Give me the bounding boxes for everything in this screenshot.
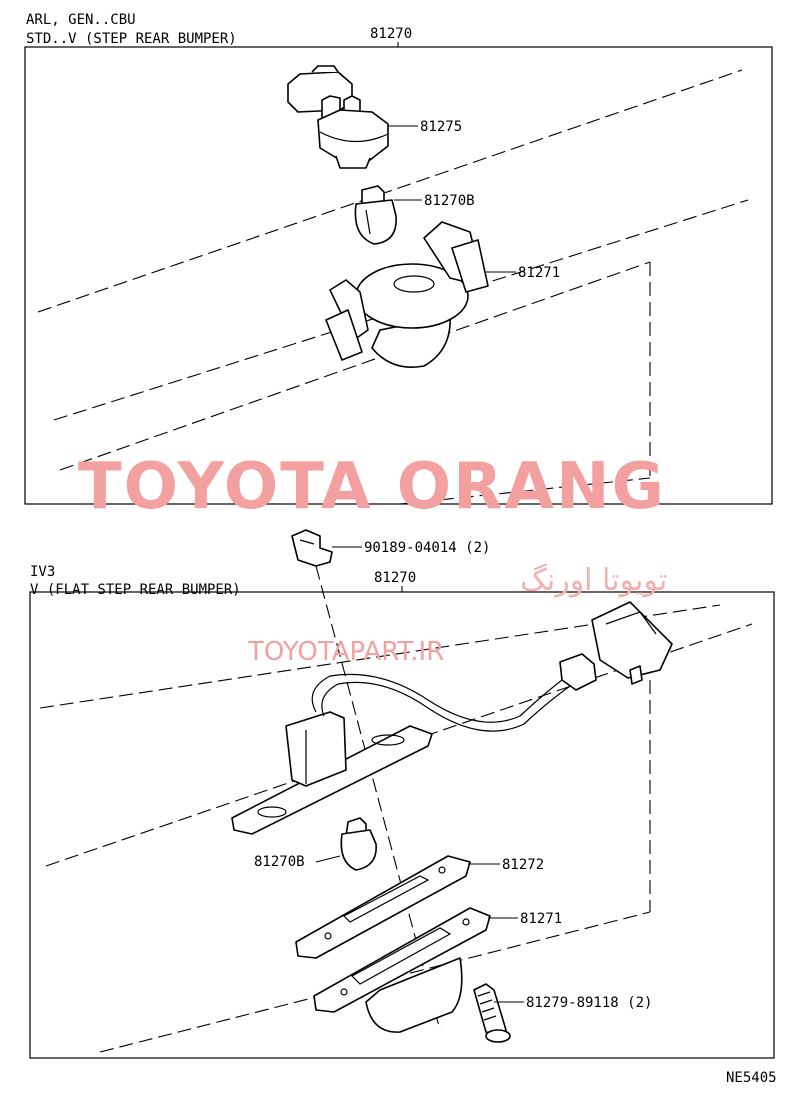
callout-socket-81275: 81275 [420, 119, 462, 135]
diagram-code: NE5405 [726, 1070, 777, 1086]
screw-90189-drawing [291, 529, 333, 567]
watermark-url: TOYOTAPART.IR [247, 637, 444, 667]
lower-header-line1: IV3 [30, 564, 55, 580]
callout-lens-81271: 81271 [518, 265, 560, 281]
upper-section: ARL, GEN..CBU STD..V (STEP REAR BUMPER) … [24, 12, 773, 505]
harness-drawing [231, 601, 673, 835]
lower-header-line2: V (FLAT STEP REAR BUMPER) [30, 582, 241, 598]
callout-bulb-81270b: 81270B [424, 193, 475, 209]
callout-gasket-81272: 81272 [502, 857, 544, 873]
lower-lens-81271-drawing [313, 907, 491, 1033]
lower-frame [29, 591, 775, 1059]
lower-bulb-81270b-drawing [340, 817, 377, 871]
upper-header-line2: STD..V (STEP REAR BUMPER) [26, 31, 237, 47]
watermark-main: TOYOTA ORANG [78, 450, 666, 524]
lower-section: 90189-04014 (2) IV3 V (FLAT STEP REAR BU… [29, 529, 775, 1059]
lens-screw-81279-drawing [473, 983, 511, 1043]
upper-header-line1: ARL, GEN..CBU [26, 12, 136, 28]
watermark-persian: تویوتا اورنگ [520, 563, 667, 598]
upper-frame [24, 46, 773, 505]
lens-81271-drawing [325, 221, 489, 368]
upper-assembly-number: 81270 [370, 26, 412, 42]
lower-bulb-81270b-leader [315, 855, 341, 863]
callout-lens-screw-81279: 81279-89118 (2) [526, 995, 652, 1011]
socket-81275-drawing [287, 65, 389, 169]
callout-lower-lens-81271: 81271 [520, 911, 562, 927]
callout-lower-bulb-81270b: 81270B [254, 854, 305, 870]
callout-screw-90189: 90189-04014 (2) [364, 540, 490, 556]
watermark: TOYOTA ORANG تویوتا اورنگ TOYOTAPART.IR [78, 450, 667, 667]
bulb-81270b-drawing [354, 185, 397, 245]
gasket-81272-drawing [295, 855, 471, 959]
lower-assembly-number: 81270 [374, 570, 416, 586]
